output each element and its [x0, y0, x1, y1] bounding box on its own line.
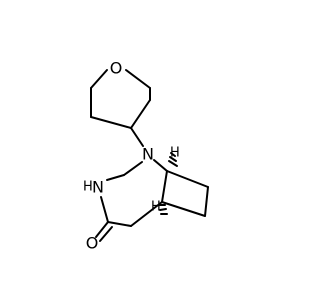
- ring-oxygen-label: O: [110, 59, 123, 78]
- bicyclic-core: [100, 159, 209, 227]
- bridge-nitrogen-label: N: [142, 145, 154, 164]
- bond-o-c2: [90, 69, 108, 89]
- bond-nh-co: [100, 196, 109, 223]
- hash-line: [159, 208, 167, 211]
- molecule-structure: O N N H O H H: [83, 59, 209, 253]
- stereo-hash-lower: [158, 204, 168, 215]
- bond-ch2-nh: [106, 174, 125, 181]
- carbonyl-double-bond: [95, 221, 113, 242]
- hash-line: [170, 152, 176, 157]
- hash-line: [168, 160, 178, 167]
- bond-upper-bridgehead-c: [166, 170, 209, 188]
- bond-c3-c4: [90, 116, 132, 129]
- bond-lower-bridgehead-upper-bridgehead: [161, 170, 168, 203]
- stereo-hash-upper: [168, 152, 178, 167]
- amide-nitrogen-label: N: [92, 178, 104, 197]
- lower-bridgehead-h-label: H: [151, 200, 161, 215]
- bond-c6-o: [125, 69, 151, 89]
- bond-c-o-double-1: [95, 221, 109, 238]
- bond-upper-bridgehead-n: [153, 159, 168, 172]
- bond-ch2-lower-bridgehead: [130, 201, 163, 227]
- bond-lower-bridge-to-bridgehead: [161, 201, 206, 217]
- bond-co-ch2: [107, 221, 132, 227]
- bond-n-ch2: [123, 161, 143, 176]
- bond-two-carbon-bridge: [204, 186, 209, 217]
- oxane-ring: [90, 69, 151, 129]
- bond-c4-c5: [130, 99, 151, 129]
- amide-nitrogen-h-label: H: [83, 180, 93, 195]
- bond-oxane-to-n: [130, 127, 144, 147]
- upper-bridgehead-h-label: H: [170, 146, 180, 161]
- hash-line: [169, 156, 177, 162]
- carbonyl-oxygen-label: O: [86, 234, 99, 253]
- bond-c-o-double-2: [99, 226, 113, 242]
